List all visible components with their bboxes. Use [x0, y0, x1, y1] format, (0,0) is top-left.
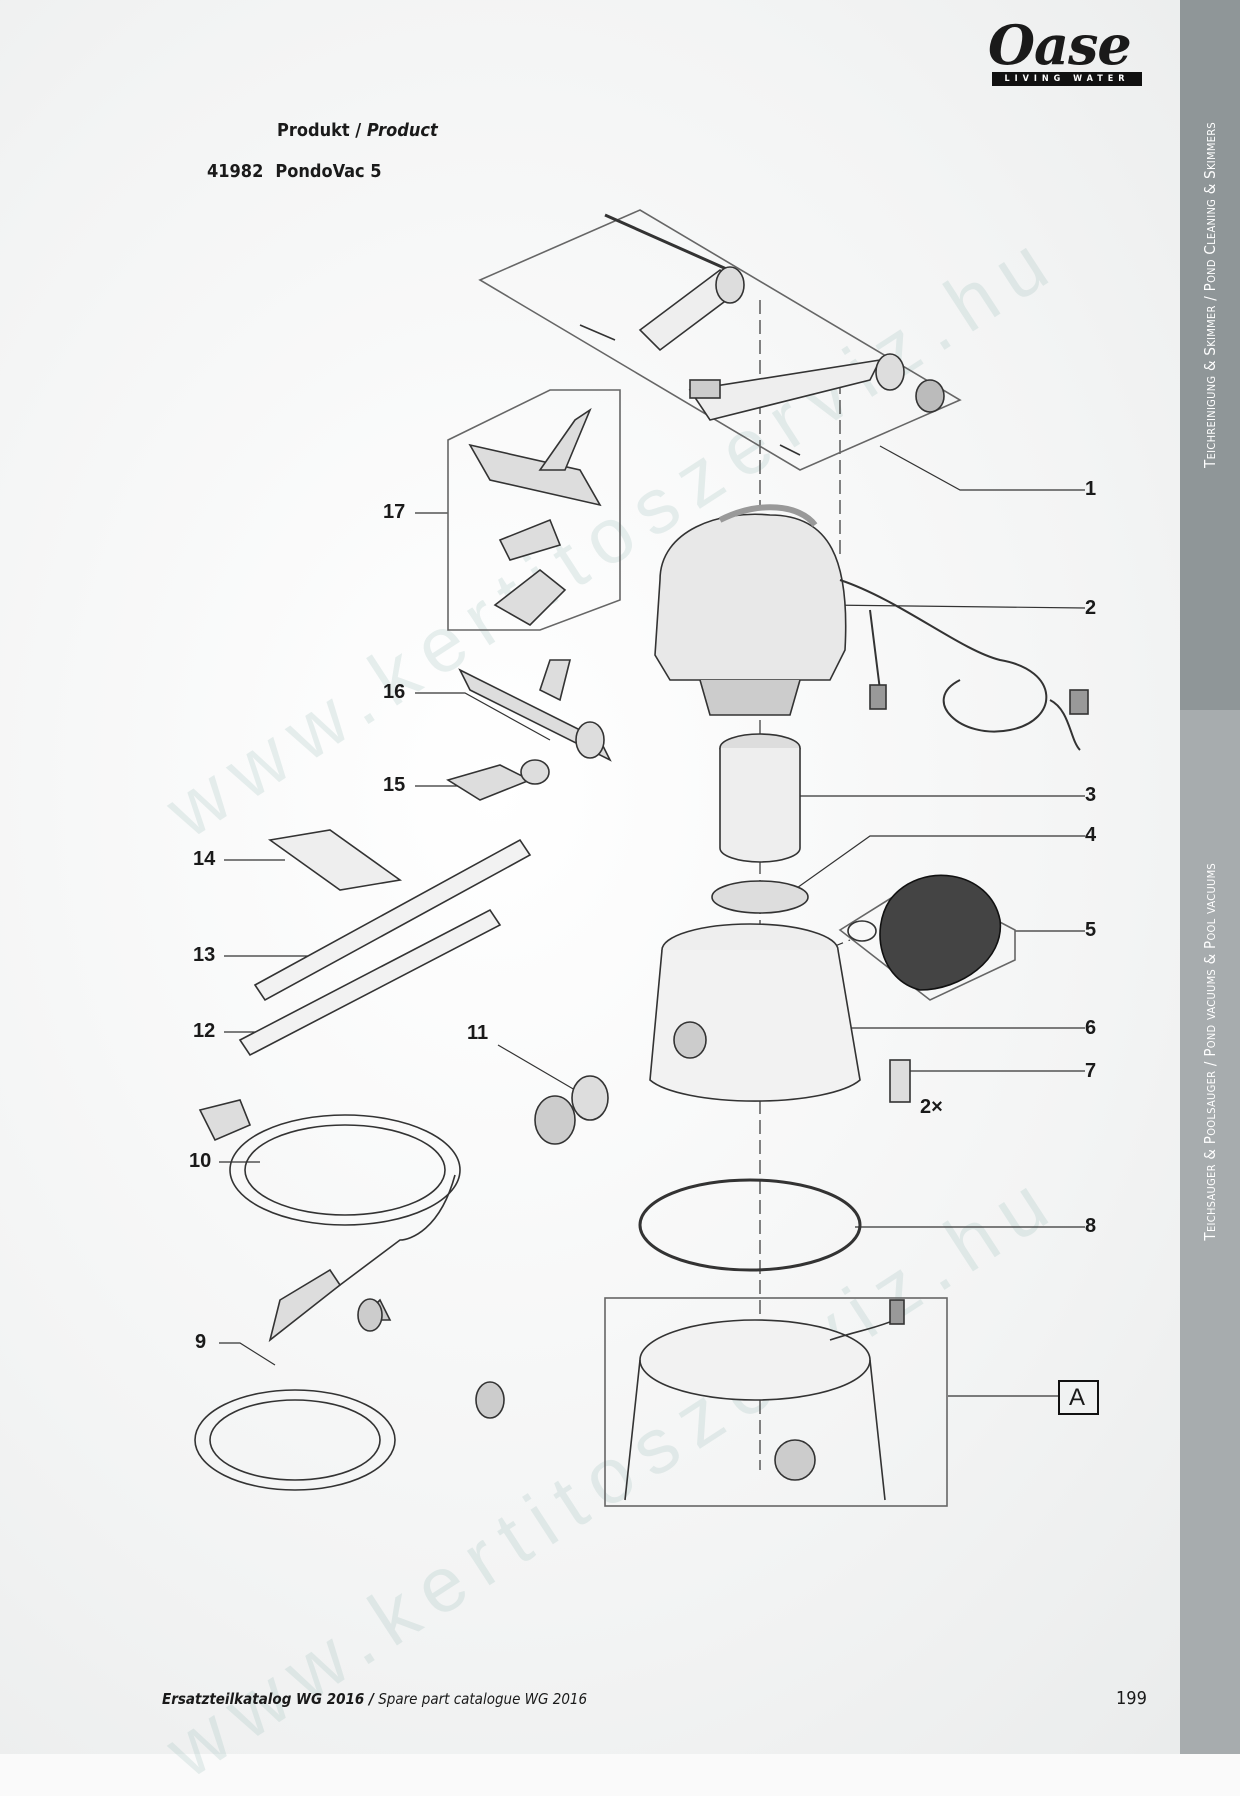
page-number: 199	[1116, 1688, 1147, 1709]
callout-16: 16	[383, 681, 406, 703]
callout-6: 6	[1085, 1017, 1097, 1039]
logo-wordmark: Oase	[988, 13, 1132, 77]
bag-ring	[847, 920, 877, 942]
callout-11: 11	[467, 1022, 489, 1044]
handle-parts	[579, 213, 945, 456]
oase-logo: Oase LIVING WATER	[988, 18, 1158, 86]
slot-nozzle	[446, 759, 550, 801]
callout-9: 9	[195, 1331, 207, 1353]
nozzle-set-box	[447, 389, 621, 631]
product-label-de: Produkt /	[277, 120, 362, 141]
callout-2: 2	[1085, 597, 1097, 619]
page-background	[0, 0, 1240, 1754]
product-name: PondoVac 5	[275, 161, 382, 182]
callout-12: 12	[193, 1020, 216, 1042]
side-tab-pond-cleaning[interactable]: Teichreinigung & Skimmer / Pond Cleaning…	[1180, 0, 1240, 710]
filter-cartridge	[719, 733, 801, 863]
handle-assembly-box	[478, 209, 962, 471]
filter-disc	[711, 880, 809, 914]
clip-part	[889, 1059, 911, 1103]
seal-ring	[638, 1178, 862, 1272]
callout-8: 8	[1085, 1215, 1097, 1237]
floor-nozzle	[458, 659, 612, 762]
inlet-adapter	[534, 1075, 609, 1145]
callout-4: 4	[1085, 824, 1097, 846]
container-upper	[649, 923, 861, 1102]
container-base-box	[604, 1297, 948, 1507]
pressure-hose-9	[194, 1298, 505, 1491]
product-label-en: Product	[366, 120, 438, 141]
callout-a-frame	[1058, 1380, 1099, 1415]
suction-tube-12	[238, 908, 502, 1057]
callout-5: 5	[1085, 919, 1097, 941]
exploded-parts-diagram	[194, 209, 1099, 1507]
callout-17: 17	[383, 501, 406, 523]
nozzle-parts	[468, 407, 602, 626]
footer-catalogue: Ersatzteilkatalog WG 2016 / Spare part c…	[162, 1690, 587, 1708]
catalogue-en: Spare part catalogue WG 2016	[378, 1690, 588, 1708]
callout-13: 13	[193, 944, 216, 966]
callout-14: 14	[193, 848, 216, 870]
product-heading: Produkt / Product	[277, 120, 438, 141]
callout-1: 1	[1085, 478, 1097, 500]
catalogue-de: Ersatzteilkatalog WG 2016 /	[162, 1690, 374, 1708]
logo-tagline: LIVING WATER	[992, 72, 1142, 86]
quantity-note: 2×	[920, 1096, 943, 1118]
suction-tube-13	[253, 838, 532, 1002]
suction-hose-10	[198, 1099, 461, 1343]
callout-10: 10	[189, 1150, 212, 1172]
debris-bag	[879, 874, 1002, 991]
product-line: 41982 PondoVac 5	[207, 161, 382, 182]
motor-head	[654, 504, 1089, 751]
cloth	[267, 829, 403, 891]
article-number: 41982	[207, 161, 264, 182]
leader-lines	[219, 445, 1086, 1397]
callout-7: 7	[1085, 1060, 1097, 1082]
side-tab-pond-vacuums[interactable]: Teichsauger & Poolsauger / Pond vacuums …	[1180, 710, 1240, 1754]
callout-15: 15	[383, 774, 406, 796]
callout-3: 3	[1085, 784, 1097, 806]
callout-a: A	[1069, 1384, 1086, 1411]
container-base	[624, 1299, 905, 1501]
